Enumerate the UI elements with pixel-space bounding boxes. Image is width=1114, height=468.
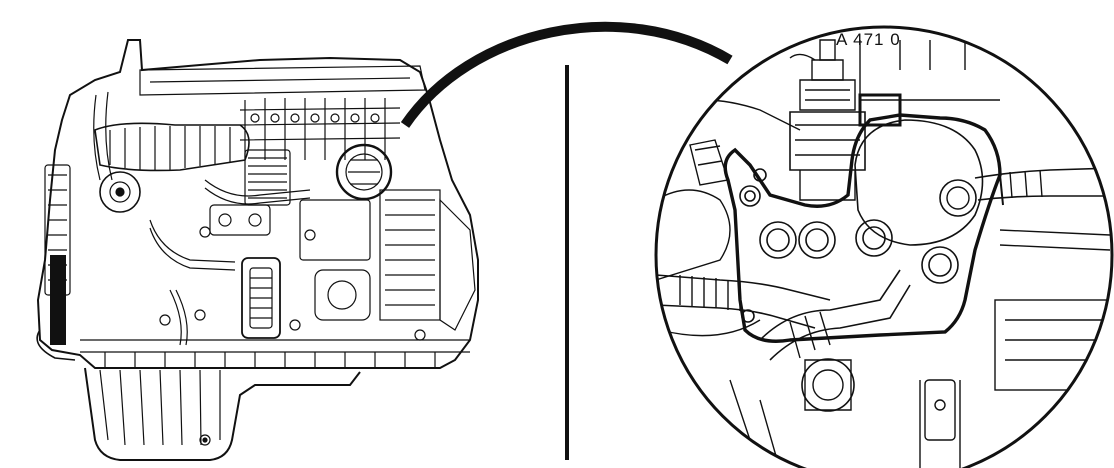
- engine-side-view: [36, 39, 479, 461]
- detail-view: A 471 0: [654, 25, 1114, 468]
- callout-leader-arc: [400, 21, 733, 128]
- callout-label: A 471 0: [836, 30, 901, 49]
- detail-circle-border: [654, 25, 1114, 468]
